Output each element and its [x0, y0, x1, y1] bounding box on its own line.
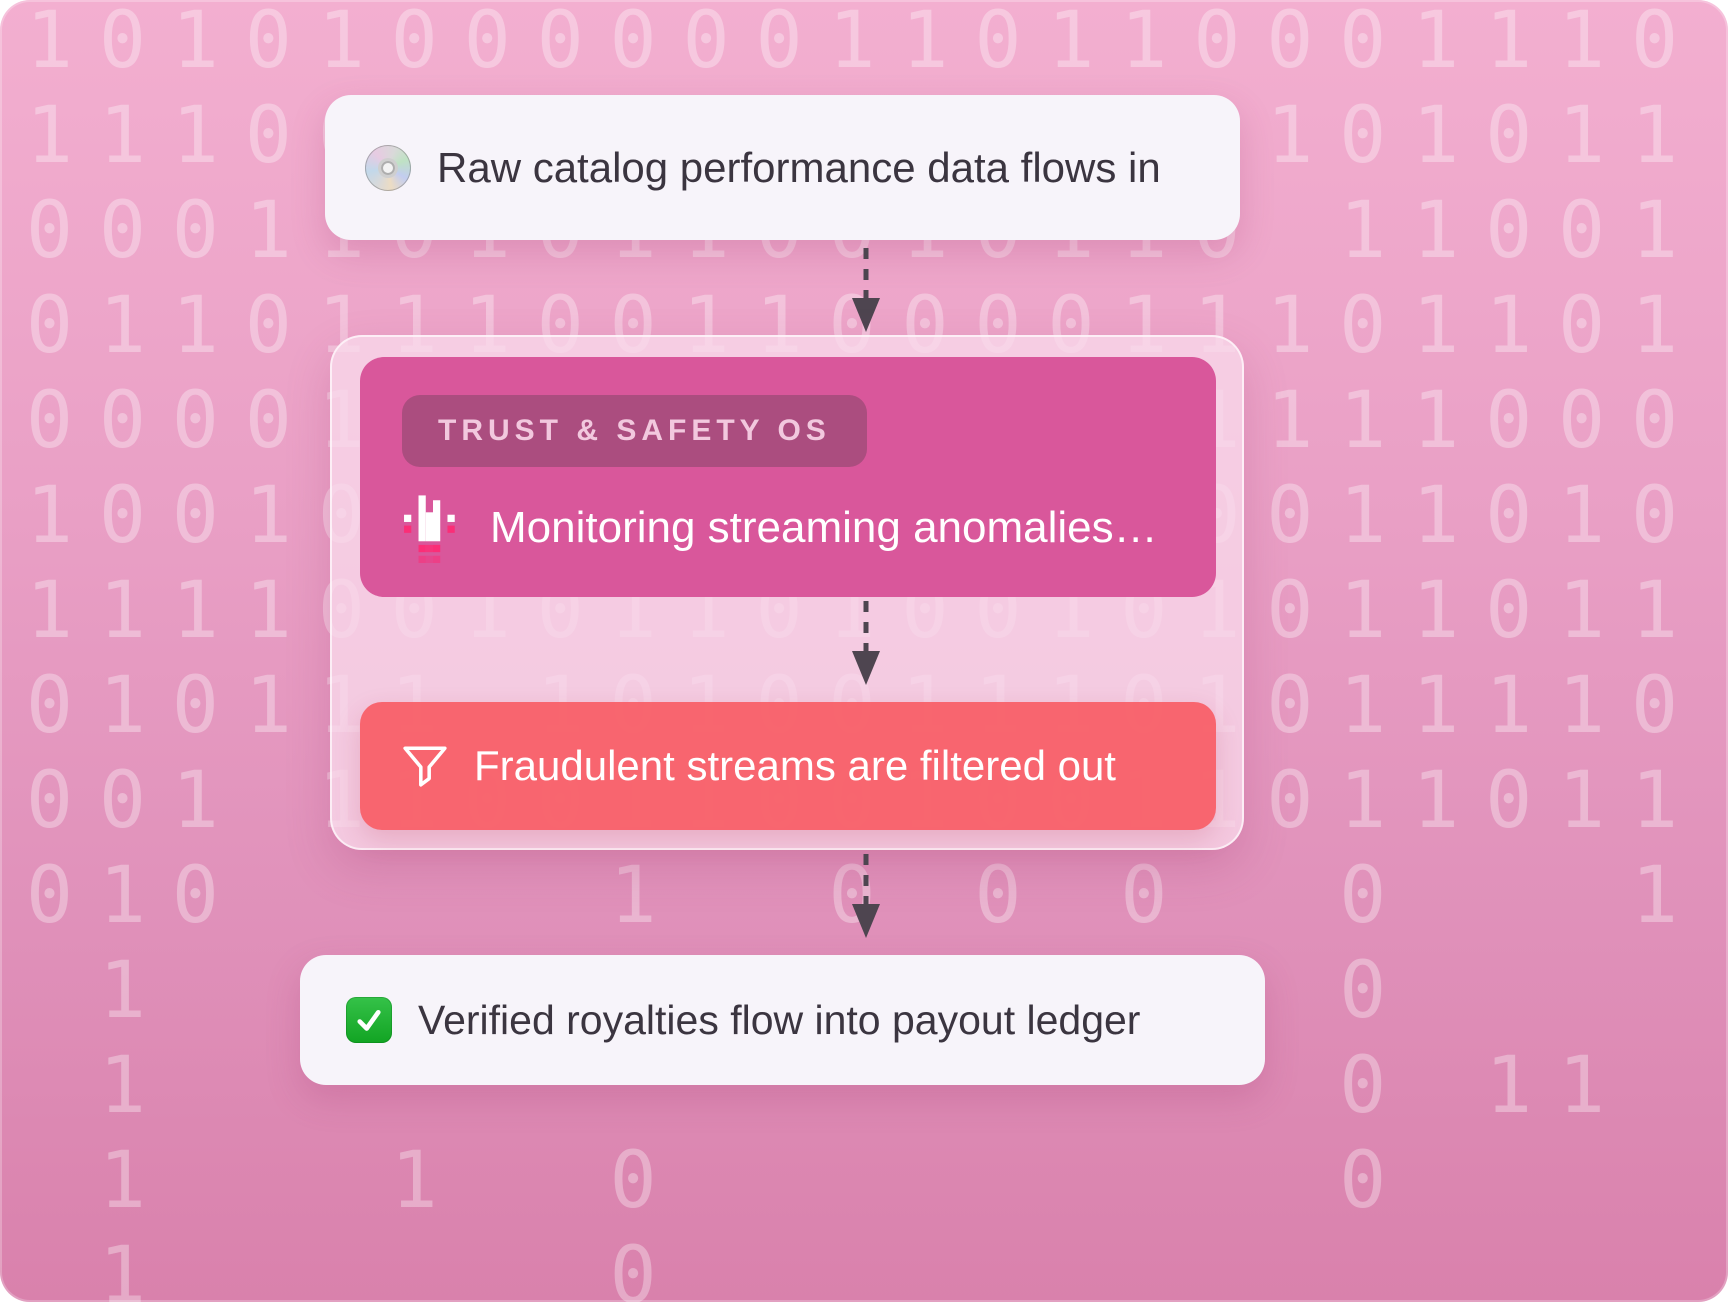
- flow-arrow-down-1: [852, 248, 880, 332]
- output-card: Verified royalties flow into payout ledg…: [300, 955, 1265, 1085]
- cd-disc-icon: [365, 144, 411, 191]
- monitoring-status-row: Monitoring streaming anomalies…: [402, 493, 1174, 563]
- filter-card: Fraudulent streams are filtered out: [360, 702, 1216, 830]
- binary-row: 10101000000110110001110: [26, 0, 1705, 86]
- binary-row: 1 1 0 0: [26, 1136, 1705, 1226]
- output-card-label: Verified royalties flow into payout ledg…: [418, 996, 1141, 1043]
- flow-arrow-down-2: [852, 601, 880, 685]
- funnel-icon: [403, 746, 447, 787]
- input-card: Raw catalog performance data flows in: [325, 95, 1240, 240]
- monitoring-card: TRUST & SAFETY OS: [360, 357, 1216, 597]
- green-check-icon: [346, 997, 392, 1043]
- trust-safety-badge: TRUST & SAFETY OS: [402, 395, 867, 467]
- filter-card-label: Fraudulent streams are filtered out: [474, 742, 1116, 789]
- check-mark: [357, 1009, 381, 1031]
- cd-hole: [381, 160, 395, 175]
- flow-arrow-down-3: [852, 854, 880, 938]
- trust-safety-processor: TRUST & SAFETY OS: [330, 335, 1244, 850]
- pixel-equalizer-icon: [404, 495, 455, 563]
- input-card-label: Raw catalog performance data flows in: [437, 143, 1161, 191]
- monitoring-status-label: Monitoring streaming anomalies…: [490, 503, 1158, 552]
- binary-row: 1 0: [26, 1231, 1705, 1302]
